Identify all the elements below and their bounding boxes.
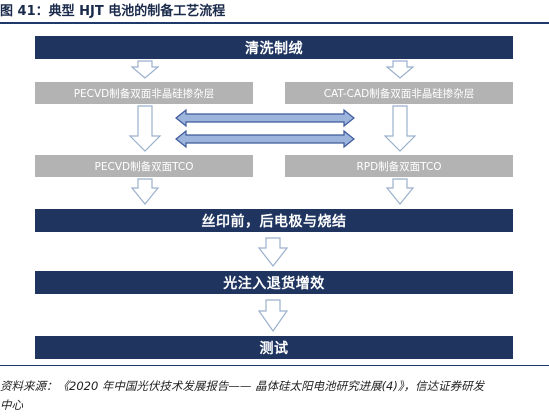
down-arrow-icon [128,105,162,152]
step-test: 测试 [35,336,513,359]
step-pecvd-silicon: PECVD制备双面非晶硅掺杂层 [35,82,253,104]
double-arrow-icon [175,108,355,128]
source-note: 资料来源：《2020 年中国光伏技术发展报告—— 晶体硅太阳电池研究进展(4)》… [0,379,485,393]
double-arrow-icon [175,129,355,149]
down-arrow-icon [257,237,289,267]
down-arrow-icon [257,299,289,333]
title-rule [0,22,549,24]
down-arrow-icon [130,178,160,205]
down-arrow-icon [130,60,160,79]
source-note-continued: 中心 [0,398,23,412]
step-catcad-silicon: CAT-CAD制备双面非晶硅掺杂层 [285,82,513,104]
source-rule [0,365,549,366]
down-arrow-icon [383,105,417,152]
figure-title: 图 41：典型 HJT 电池的制备工艺流程 [0,4,226,19]
step-clean-texture: 清洗制绒 [35,36,513,59]
step-screen-print: 丝印前，后电极与烧结 [35,209,513,232]
step-light-inject: 光注入退货增效 [35,271,513,294]
down-arrow-icon [385,178,415,205]
step-rpd-tco: RPD制备双面TCO [285,155,513,177]
step-pecvd-tco: PECVD制备双面TCO [35,155,253,177]
down-arrow-icon [385,60,415,79]
